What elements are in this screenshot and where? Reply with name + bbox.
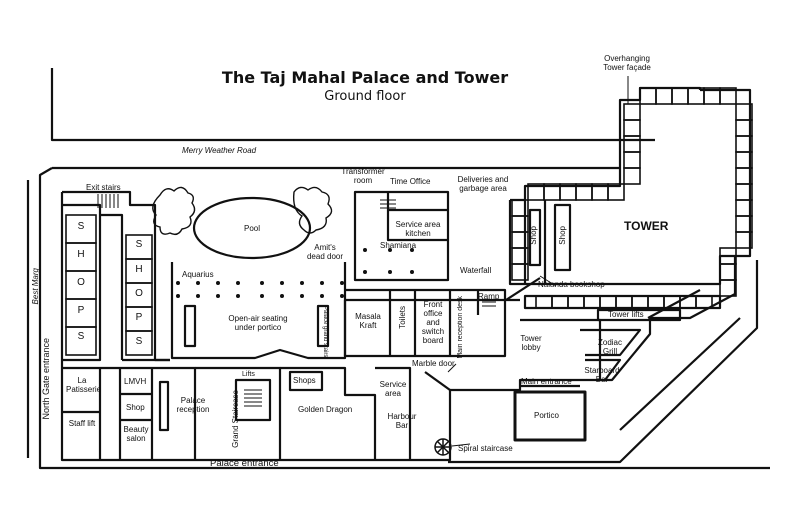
exit-stairs-hatch <box>97 194 496 407</box>
golden-dragon-label: Golden Dragon <box>298 405 353 414</box>
shops-right-h: H <box>135 264 143 275</box>
beauty-salon-label: Beauty salon <box>123 425 149 443</box>
la-patisserie-label: La Patisserie <box>66 376 102 394</box>
amits-dead-door-label: Amit's dead door <box>306 243 344 261</box>
aquarius-label: Aquarius <box>182 270 214 279</box>
overhanging-facade-label: Overhanging Tower façade <box>603 54 651 72</box>
map-subtitle: Ground floor <box>324 89 406 104</box>
starboard-bar-label: Starboard Bar <box>584 366 620 384</box>
shops-left-s2: S <box>77 331 85 342</box>
shamiana-label: Shamiana <box>380 241 417 250</box>
exit-stairs-label: Exit stairs <box>86 183 121 192</box>
main-reception-label: Main reception desk <box>457 296 464 359</box>
lifts-label: Lifts <box>242 371 255 378</box>
pool-outline <box>192 196 312 260</box>
tower-label: TOWER <box>624 219 669 233</box>
service-area-label: Service area <box>379 380 407 398</box>
time-office-label: Time Office <box>390 177 431 186</box>
palace-reception-label: Palace reception <box>176 396 210 414</box>
palace-entrance-label: Palace entrance <box>210 458 279 469</box>
road-label-best-marg: Best Marg <box>31 268 40 305</box>
tower-facade <box>508 200 735 286</box>
shop-label: Shop <box>126 403 145 412</box>
road-label-merry-weather: Merry Weather Road <box>182 146 257 155</box>
building-outline <box>60 88 752 462</box>
shops-right-s2: S <box>135 336 143 347</box>
tower-shop-2-label: Shop <box>558 226 567 245</box>
shops-left-h: H <box>77 249 85 260</box>
service-area-kitchen-label: Service area kitchen <box>395 220 441 238</box>
road-diagonal-1 <box>448 260 759 464</box>
shops-left-s1: S <box>77 221 85 232</box>
waterfall-label: Waterfall <box>460 266 492 275</box>
north-gate-entrance-label: North Gate entrance <box>41 338 51 420</box>
shops-left-p: P <box>77 305 85 316</box>
map-title: The Taj Mahal Palace and Tower <box>221 68 509 87</box>
grand-staircase-label: Grand Staircase <box>231 390 240 448</box>
portico-label: Portico <box>534 411 559 420</box>
masala-kraft-label: Masala Kraft <box>355 312 381 330</box>
tower-lifts-label: Tower lifts <box>608 310 644 319</box>
shops-small-label: Shops <box>293 376 316 385</box>
zodiac-grill-label: Zodiac Grill <box>597 338 622 356</box>
marble-door-label: Marble door <box>412 359 455 368</box>
lmvh-label: LMVH <box>124 377 147 386</box>
harbour-bar-label: Harbour Bar <box>387 412 417 430</box>
deliveries-label: Deliveries and garbage area <box>457 175 509 193</box>
shops-left-o: O <box>77 277 85 288</box>
portico-box <box>513 390 587 442</box>
open-air-seating-label: Open-air seating under portico <box>228 314 288 332</box>
trees <box>152 186 333 236</box>
pillars <box>176 248 414 298</box>
transformer-room-label: Transformer room <box>341 167 385 185</box>
ramp-label: Ramp <box>478 292 500 301</box>
shops-right-p: P <box>135 312 143 323</box>
front-office-label: Front office and switch board <box>421 300 445 345</box>
main-entrance-label: Main entrance <box>521 377 572 386</box>
toilets-label: Toilets <box>398 306 407 329</box>
pool-label: Pool <box>244 224 261 233</box>
spiral-staircase-icon <box>434 438 452 456</box>
tower-shop-1-label: Shop <box>529 226 538 245</box>
spiral-staircase-label: Spiral staircase <box>458 444 513 453</box>
tower-lobby-label: Tower lobby <box>520 334 542 352</box>
road-diagonal-2 <box>619 317 741 431</box>
road-top <box>50 68 655 142</box>
road-merry-weather <box>38 167 770 470</box>
palace-grand-stairs-label: Palace grand stairs <box>322 306 328 358</box>
shops-right-s1: S <box>135 239 143 250</box>
nalanda-bookshop-label: Nalanda bookshop <box>538 280 605 289</box>
staff-lift-label: Staff lift <box>68 419 96 428</box>
shops-right-o: O <box>135 288 143 299</box>
